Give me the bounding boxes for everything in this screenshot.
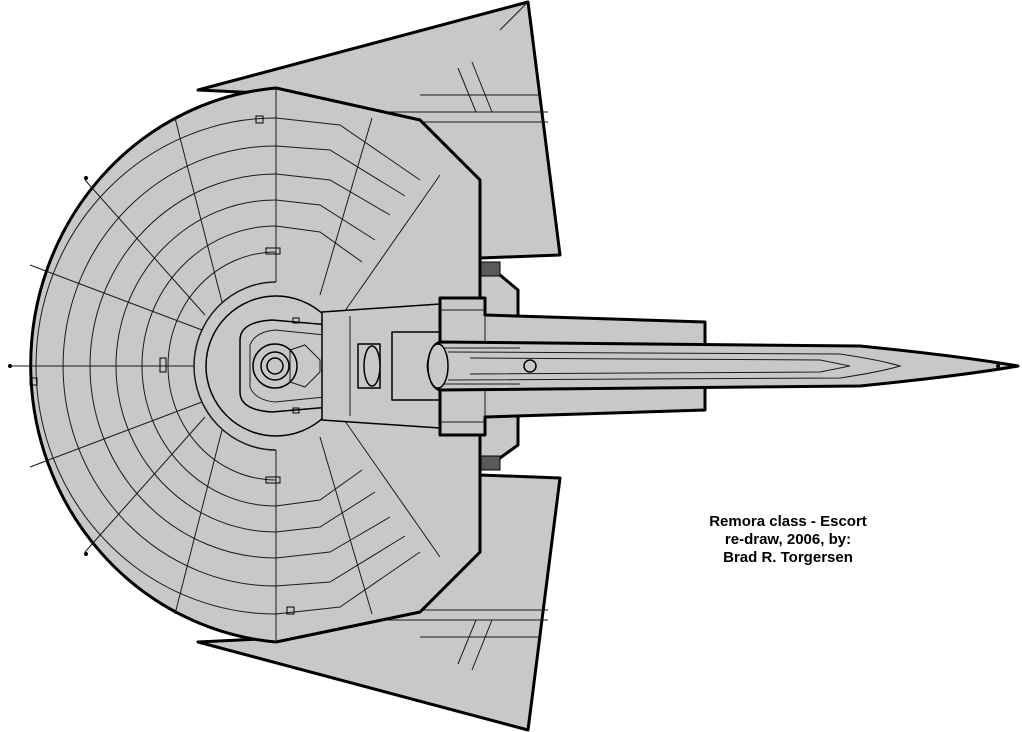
caption-subtitle: re-draw, 2006, by: — [724, 531, 852, 548]
connector — [321, 303, 441, 429]
boom — [426, 340, 1020, 392]
drawing-caption: Remora class - Escort re-draw, 2006, by:… — [668, 513, 908, 567]
caption-author: Brad R. Torgersen — [723, 549, 853, 566]
caption-title: Remora class - Escort — [709, 513, 867, 530]
